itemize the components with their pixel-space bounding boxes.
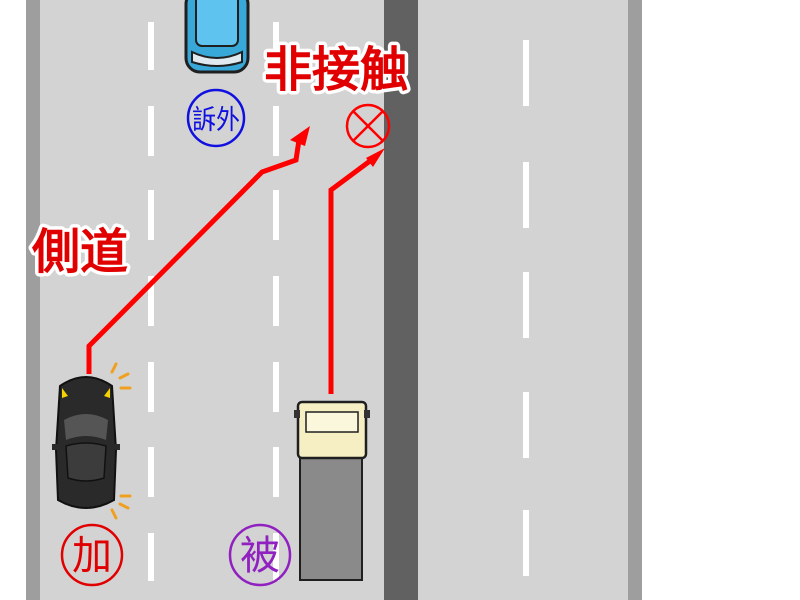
other-car-blue	[184, 0, 250, 74]
victim-arrowhead	[366, 148, 385, 167]
lane-line-left	[148, 22, 154, 581]
perpetrator-car-black	[52, 362, 132, 520]
no-contact-x-icon	[345, 103, 391, 149]
perpetrator-arrowhead	[290, 126, 310, 146]
lane-line-middle	[273, 22, 279, 581]
marker-out-of-scope: 訴外	[186, 88, 246, 148]
lane-markings	[148, 22, 529, 581]
victim-truck	[294, 400, 370, 581]
median-divider	[384, 0, 418, 600]
movement-paths	[86, 139, 376, 394]
lane-line-right	[523, 40, 529, 576]
marker-out-of-scope-text: 訴外	[192, 105, 240, 136]
victim-path	[328, 155, 376, 394]
marker-perpetrator: 加	[60, 523, 124, 587]
turn-signal-sparks	[110, 362, 132, 520]
no-contact-label: 非接触	[264, 42, 408, 98]
path-arrowheads	[290, 126, 385, 167]
marker-perpetrator-text: 加	[72, 533, 112, 579]
marker-victim-text: 被	[240, 533, 280, 579]
right-road-edge	[628, 0, 642, 600]
perpetrator-path	[86, 139, 302, 374]
marker-victim: 被	[228, 523, 292, 587]
left-road-edge	[26, 0, 40, 600]
side-road-label: 側道	[31, 224, 128, 280]
